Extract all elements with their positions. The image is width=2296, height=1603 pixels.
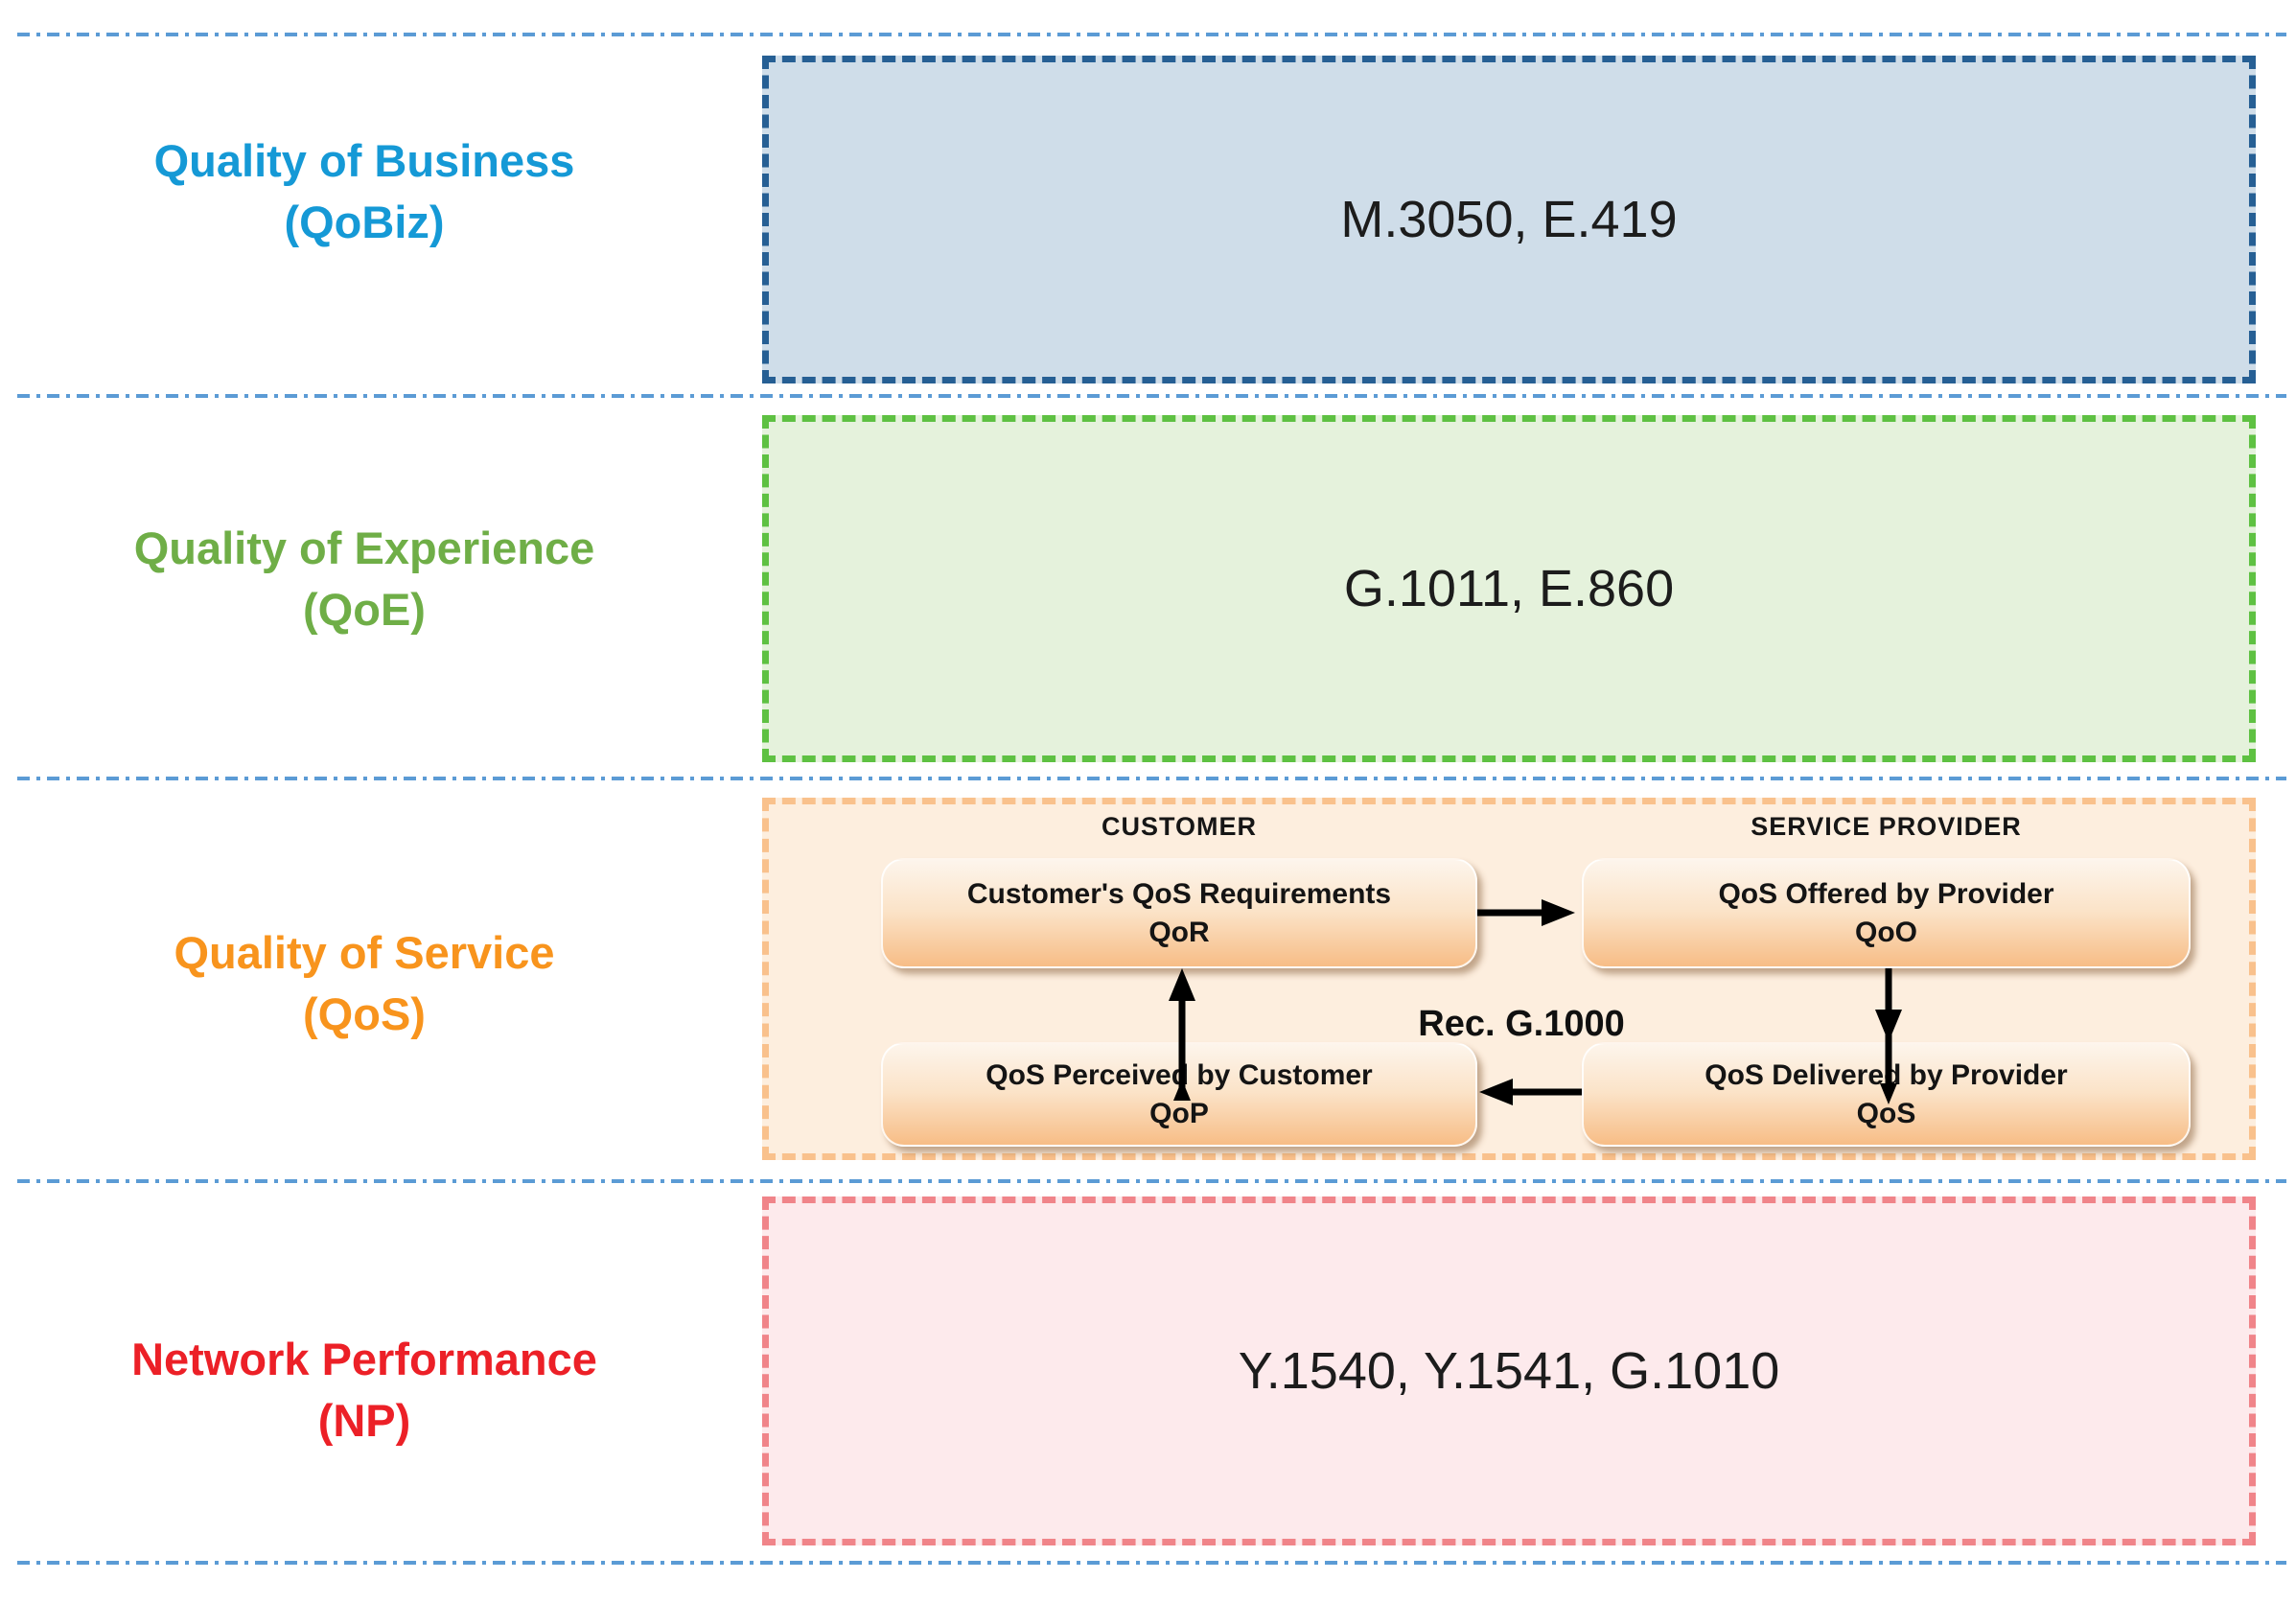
divider-line (17, 777, 2286, 780)
band-label-qos-abbr: (QoS) (303, 988, 426, 1039)
band-label-qoe-abbr: (QoE) (303, 584, 426, 635)
qoe-standards-text: G.1011, E.860 (1343, 560, 1675, 617)
divider-line (17, 394, 2286, 398)
band-label-qoe-name: Quality of Experience (133, 523, 595, 573)
arrow-qos-delivered-to-qop (1479, 1079, 1582, 1105)
qos-cycle-box: CUSTOMER SERVICE PROVIDER Customer's QoS… (762, 798, 2256, 1160)
node-qos-delivered-title: QoS Delivered by Provider (1705, 1058, 2068, 1091)
np-standards-box: Y.1540, Y.1541, G.1010 (762, 1196, 2256, 1545)
node-qor: Customer's QoS Requirements QoR (881, 858, 1477, 968)
band-label-np-abbr: (NP) (317, 1395, 411, 1446)
node-qoo: QoS Offered by Provider QoO (1582, 858, 2191, 968)
band-label-qoe: Quality of Experience (QoE) (29, 518, 700, 640)
band-label-qobiz: Quality of Business (QoBiz) (29, 130, 700, 253)
qobiz-standards-text: M.3050, E.419 (1340, 191, 1678, 248)
band-label-qobiz-abbr: (QoBiz) (284, 197, 445, 247)
band-label-qos-name: Quality of Service (174, 927, 555, 978)
node-qop-abbr: QoP (1149, 1097, 1209, 1129)
node-qos-delivered: QoS Delivered by Provider QoS (1582, 1042, 2191, 1147)
node-qoo-abbr: QoO (1855, 916, 1917, 948)
node-qor-title: Customer's QoS Requirements (966, 877, 1392, 910)
qobiz-standards-box: M.3050, E.419 (762, 56, 2256, 383)
band-label-qos: Quality of Service (QoS) (29, 922, 700, 1045)
rec-g1000-label: Rec. G.1000 (1418, 1004, 1625, 1044)
node-qop: QoS Perceived by Customer QoP (881, 1042, 1477, 1147)
qoe-standards-box: G.1011, E.860 (762, 415, 2256, 762)
node-qoo-title: QoS Offered by Provider (1718, 877, 2054, 910)
provider-column-header: SERVICE PROVIDER (1751, 812, 2022, 841)
divider-line (17, 33, 2286, 36)
divider-line (17, 1561, 2286, 1565)
band-label-np-name: Network Performance (131, 1334, 597, 1384)
np-standards-text: Y.1540, Y.1541, G.1010 (1238, 1342, 1780, 1400)
customer-column-header: CUSTOMER (1101, 812, 1257, 841)
node-qop-title: QoS Perceived by Customer (986, 1058, 1373, 1091)
band-label-qobiz-name: Quality of Business (153, 135, 575, 186)
divider-line (17, 1179, 2286, 1183)
band-label-np: Network Performance (NP) (29, 1329, 700, 1452)
node-qor-abbr: QoR (1148, 916, 1210, 948)
arrow-qor-to-qoo (1477, 899, 1575, 926)
node-qos-delivered-abbr: QoS (1856, 1097, 1916, 1129)
